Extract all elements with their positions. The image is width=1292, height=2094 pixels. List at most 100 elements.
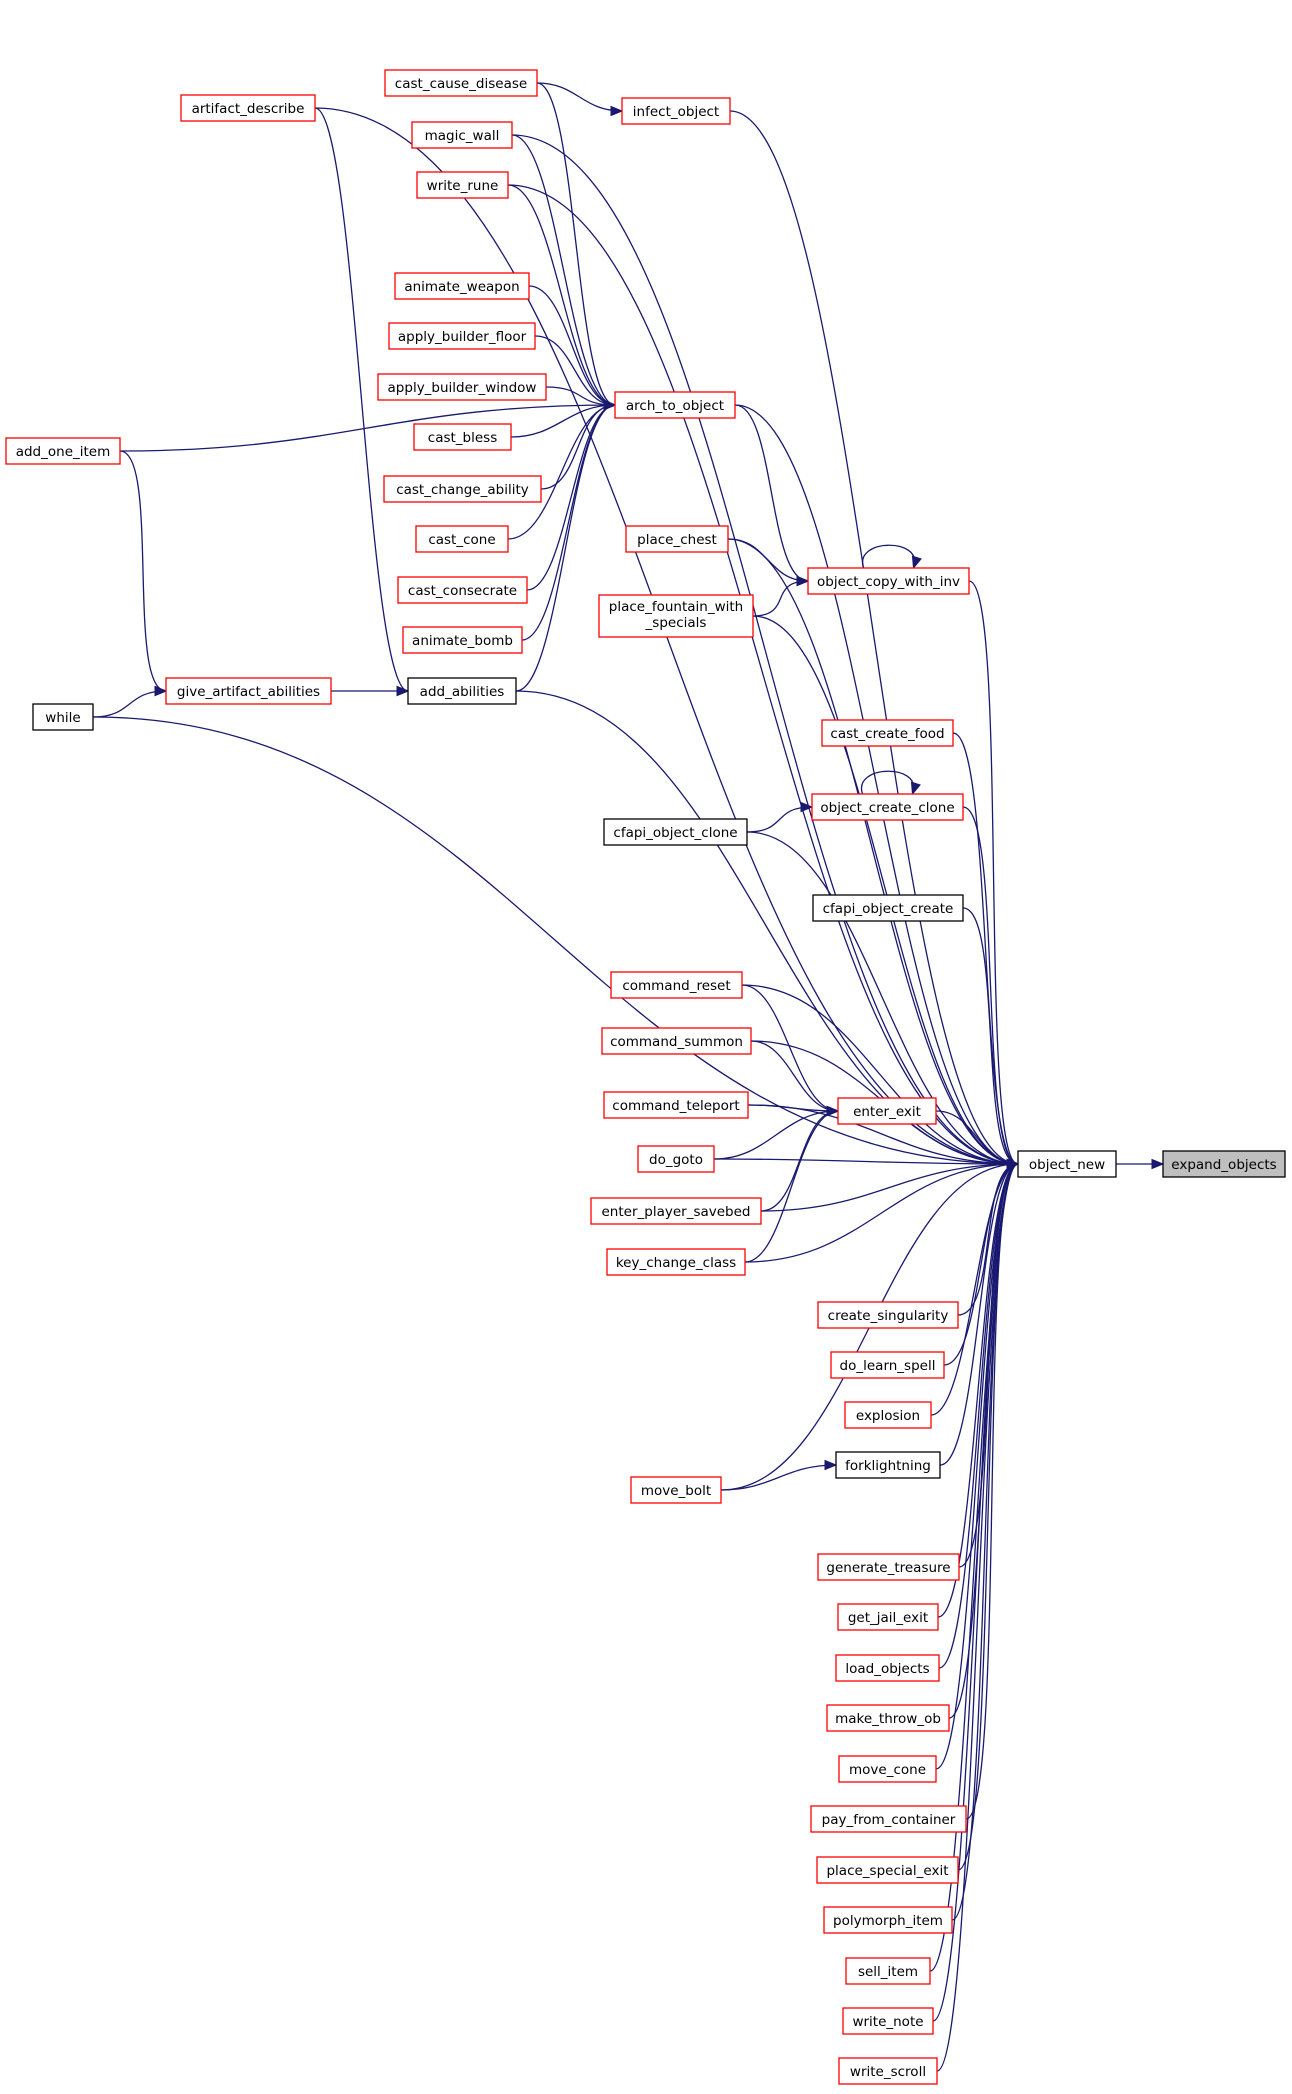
node-apply-builder-window[interactable]: apply_builder_window xyxy=(377,373,547,401)
node-write-scroll[interactable]: write_scroll xyxy=(838,2057,938,2085)
edge-cfapi-object-create-to-object-new-line xyxy=(962,907,1019,1165)
node-cast-cone[interactable]: cast_cone xyxy=(415,525,509,553)
edge-move-bolt-to-forklightning-arrowhead xyxy=(824,1459,838,1471)
node-move-bolt[interactable]: move_bolt xyxy=(630,1476,722,1504)
node-place-special-exit[interactable]: place_special_exit xyxy=(816,1856,959,1884)
edge-key-change-class-to-enter-exit-arrowhead xyxy=(826,1105,840,1117)
edge-write-note-to-object-new-line xyxy=(932,1163,1019,2022)
node-explosion[interactable]: explosion xyxy=(844,1401,932,1429)
node-do-learn-spell[interactable]: do_learn_spell xyxy=(830,1351,945,1379)
node-command-teleport[interactable]: command_teleport xyxy=(603,1091,749,1119)
node-arch-to-object[interactable]: arch_to_object xyxy=(614,391,736,419)
node-sell-item[interactable]: sell_item xyxy=(845,1957,931,1985)
edge-write-scroll-to-object-new xyxy=(936,1163,1019,2072)
node-do-goto[interactable]: do_goto xyxy=(637,1145,715,1173)
edge-cast-change-ability-to-arch-to-object xyxy=(540,404,616,490)
node-infect-object[interactable]: infect_object xyxy=(621,97,731,125)
node-generate-treasure[interactable]: generate_treasure xyxy=(817,1553,960,1581)
edge-do-learn-spell-to-object-new xyxy=(943,1163,1019,1366)
node-artifact-describe[interactable]: artifact_describe xyxy=(180,94,316,122)
edge-write-scroll-to-object-new-line xyxy=(936,1163,1019,2072)
node-label-add-abilities: add_abilities xyxy=(420,684,505,700)
node-label-artifact-describe: artifact_describe xyxy=(192,101,305,117)
node-forklightning[interactable]: forklightning xyxy=(835,1451,941,1479)
node-object-new[interactable]: object_new xyxy=(1017,1150,1117,1178)
edge-command-summon-to-enter-exit-line xyxy=(750,1040,839,1112)
node-cast-create-food[interactable]: cast_create_food xyxy=(821,719,954,747)
node-place-chest[interactable]: place_chest xyxy=(625,525,729,553)
edge-arch-to-object-to-object-copy-with-inv xyxy=(734,404,809,582)
node-key-change-class[interactable]: key_change_class xyxy=(606,1248,746,1276)
node-box-sell-item xyxy=(845,1957,931,1985)
node-write-rune[interactable]: write_rune xyxy=(416,171,509,199)
edge-cfapi-object-clone-to-object-new xyxy=(746,831,1019,1165)
edge-animate-weapon-to-arch-to-object xyxy=(528,285,616,406)
edge-do-learn-spell-to-object-new-line xyxy=(943,1163,1019,1366)
node-load-objects[interactable]: load_objects xyxy=(835,1654,940,1682)
node-label-place-fountain-with-specials-line2: _specials xyxy=(645,615,707,631)
node-while[interactable]: while xyxy=(32,703,94,731)
node-box-cast-cause-disease xyxy=(384,69,538,97)
edge-add-one-item-to-arch-to-object-line xyxy=(119,404,616,452)
node-expand-objects[interactable]: expand_objects xyxy=(1162,1150,1286,1178)
edge-cast-bless-to-arch-to-object-line xyxy=(510,404,616,438)
edge-write-rune-to-arch-to-object xyxy=(507,184,616,406)
edge-command-teleport-to-object-new xyxy=(747,1104,1019,1165)
edge-cast-consecrate-to-arch-to-object-line xyxy=(526,404,616,591)
node-move-cone[interactable]: move_cone xyxy=(838,1755,937,1783)
node-object-create-clone[interactable]: object_create_clone xyxy=(811,793,964,821)
edge-move-bolt-to-forklightning-line xyxy=(720,1464,837,1491)
edge-cfapi-object-clone-to-object-create-clone-arrowhead xyxy=(800,801,814,813)
node-label-pay-from-container: pay_from_container xyxy=(822,1812,956,1828)
node-cast-bless[interactable]: cast_bless xyxy=(413,423,512,451)
node-label-cfapi-object-create: cfapi_object_create xyxy=(823,901,954,917)
node-write-note[interactable]: write_note xyxy=(842,2007,934,2035)
node-cast-consecrate[interactable]: cast_consecrate xyxy=(397,576,528,604)
edge-object-create-clone-to-object-new xyxy=(962,806,1019,1165)
node-box-cfapi-object-create xyxy=(812,894,964,922)
node-label-place-special-exit: place_special_exit xyxy=(826,1863,948,1879)
node-label-cast-cause-disease: cast_cause_disease xyxy=(395,76,527,92)
edge-write-rune-to-object-new xyxy=(507,184,1019,1165)
node-label-command-teleport: command_teleport xyxy=(612,1098,739,1114)
node-label-command-summon: command_summon xyxy=(610,1034,743,1050)
node-object-copy-with-inv[interactable]: object_copy_with_inv xyxy=(807,567,970,595)
node-command-reset[interactable]: command_reset xyxy=(610,971,743,999)
edge-place-fountain-with-specials-to-object-copy-with-inv xyxy=(752,580,809,617)
node-command-summon[interactable]: command_summon xyxy=(601,1027,752,1055)
node-pay-from-container[interactable]: pay_from_container xyxy=(810,1805,967,1833)
edge-explosion-to-object-new xyxy=(930,1163,1019,1416)
node-box-infect-object xyxy=(621,97,731,125)
edge-apply-builder-floor-to-arch-to-object-line xyxy=(534,335,616,406)
edge-infect-object-to-object-new xyxy=(729,110,1019,1165)
node-add-one-item[interactable]: add_one_item xyxy=(5,437,121,465)
node-get-jail-exit[interactable]: get_jail_exit xyxy=(837,1603,939,1631)
node-magic-wall[interactable]: magic_wall xyxy=(411,121,513,149)
node-create-singularity[interactable]: create_singularity xyxy=(817,1301,959,1329)
edge-key-change-class-to-object-new xyxy=(744,1163,1019,1263)
node-label-command-reset: command_reset xyxy=(622,978,730,994)
node-box-apply-builder-window xyxy=(377,373,547,401)
node-apply-builder-floor[interactable]: apply_builder_floor xyxy=(388,322,536,350)
node-box-give-artifact-abilities xyxy=(165,677,332,705)
node-cast-cause-disease[interactable]: cast_cause_disease xyxy=(384,69,538,97)
node-give-artifact-abilities[interactable]: give_artifact_abilities xyxy=(165,677,332,705)
node-box-enter-player-savebed xyxy=(590,1197,762,1225)
node-animate-bomb[interactable]: animate_bomb xyxy=(402,626,523,654)
edge-place-chest-to-object-new xyxy=(727,538,1019,1165)
node-label-animate-weapon: animate_weapon xyxy=(404,279,519,295)
node-cfapi-object-clone[interactable]: cfapi_object_clone xyxy=(603,818,748,846)
node-place-fountain-with-specials[interactable]: place_fountain_with_specials xyxy=(598,594,754,638)
node-add-abilities[interactable]: add_abilities xyxy=(407,677,517,705)
node-cfapi-object-create[interactable]: cfapi_object_create xyxy=(812,894,964,922)
node-box-while xyxy=(32,703,94,731)
node-enter-player-savebed[interactable]: enter_player_savebed xyxy=(590,1197,762,1225)
node-cast-change-ability[interactable]: cast_change_ability xyxy=(383,475,542,503)
node-box-animate-bomb xyxy=(402,626,523,654)
node-label-polymorph-item: polymorph_item xyxy=(833,1913,943,1929)
node-enter-exit[interactable]: enter_exit xyxy=(837,1097,937,1125)
node-make-throw-ob[interactable]: make_throw_ob xyxy=(826,1704,950,1732)
node-polymorph-item[interactable]: polymorph_item xyxy=(823,1906,953,1934)
node-label-add-one-item: add_one_item xyxy=(16,444,111,460)
node-animate-weapon[interactable]: animate_weapon xyxy=(394,272,530,300)
